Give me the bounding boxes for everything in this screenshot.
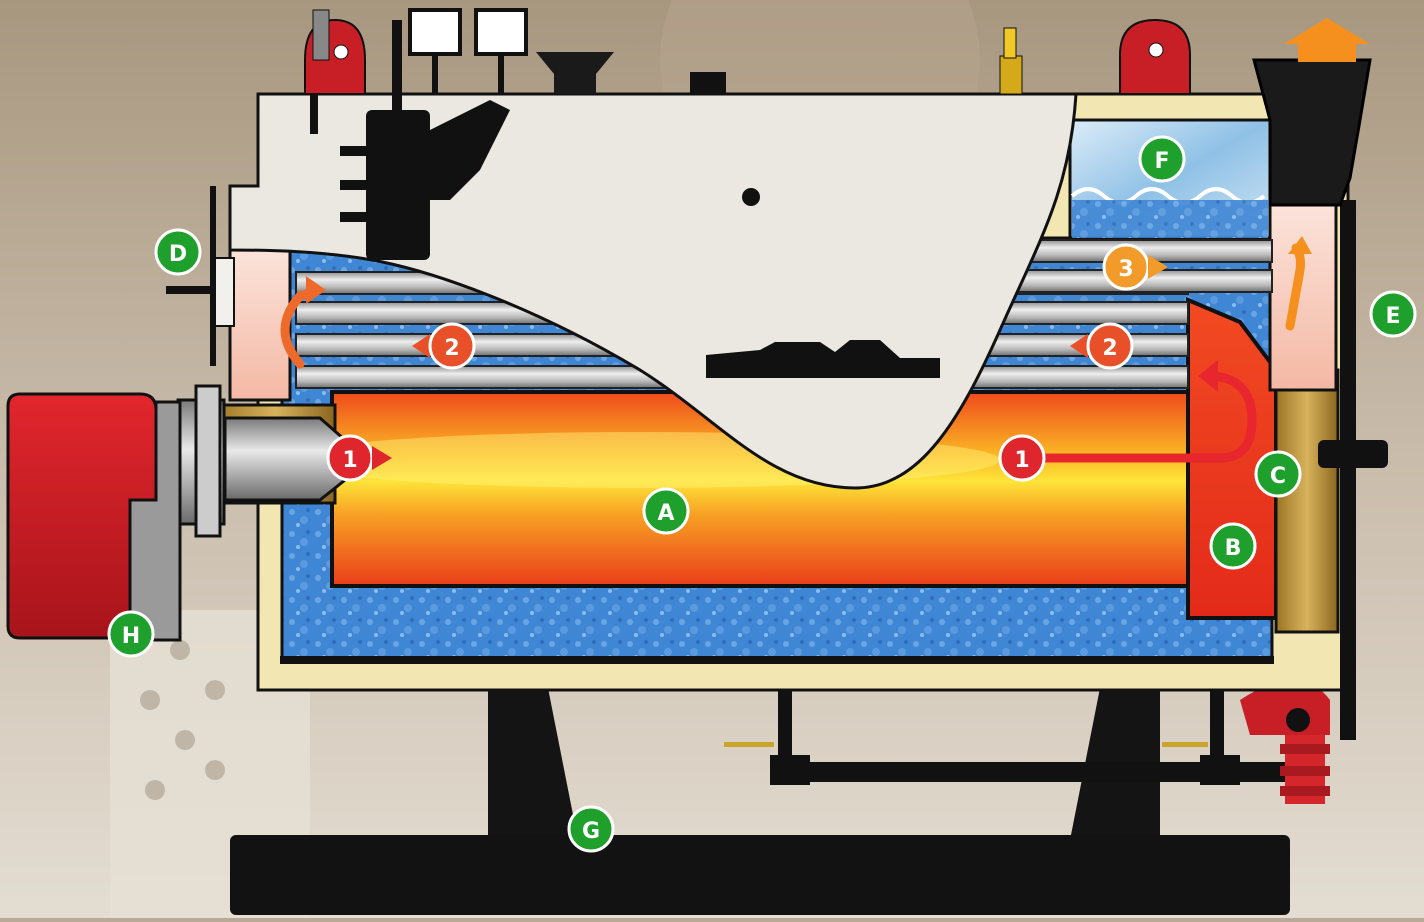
badge-A-label: A: [657, 501, 674, 526]
badge-C-label: C: [1270, 464, 1286, 489]
badge-F: F: [1140, 137, 1184, 181]
pass-two-label-front: 2: [444, 336, 459, 361]
badge-G: G: [569, 807, 613, 851]
badge-H-label: H: [122, 624, 140, 649]
water-level-control: [366, 110, 430, 260]
pass-one-label-front: 1: [342, 448, 357, 473]
badge-B-label: B: [1225, 536, 1242, 561]
badge-H: H: [109, 612, 153, 656]
badge-C: C: [1256, 452, 1300, 496]
pass-three-label: 3: [1118, 257, 1133, 282]
pass-one-label-rear: 1: [1014, 448, 1029, 473]
badge-G-label: G: [582, 819, 600, 844]
rear-door: [1276, 370, 1338, 632]
bottom-plate: [280, 656, 1274, 664]
badge-D-label: D: [169, 242, 187, 267]
badge-F-label: F: [1154, 149, 1169, 174]
badge-A: A: [644, 489, 688, 533]
pass-one-badge-rear: 1: [1000, 436, 1044, 480]
shell-bolt: [742, 188, 760, 206]
rear-support-bar: [1340, 200, 1356, 740]
rear-smokebox: [1270, 205, 1336, 390]
badge-D: D: [156, 230, 200, 274]
badge-B: B: [1211, 524, 1255, 568]
badge-E-label: E: [1385, 304, 1400, 329]
pass-two-label-rear: 2: [1102, 336, 1117, 361]
badge-E: E: [1371, 292, 1415, 336]
